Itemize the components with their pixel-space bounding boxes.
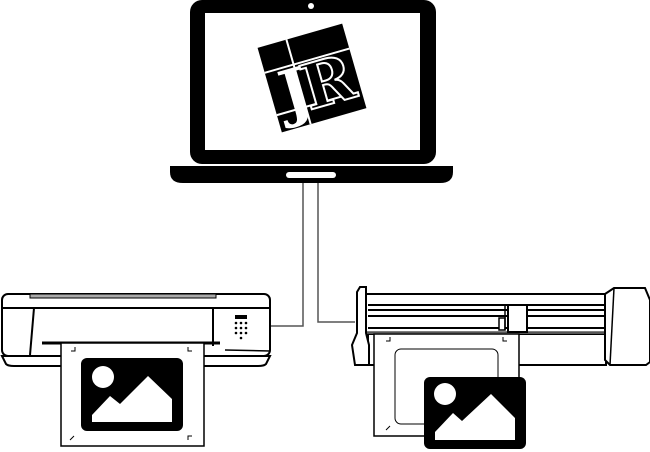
webcam-icon: [308, 3, 314, 9]
printer-icon: [0, 293, 272, 447]
cable-laptop-cutter: [317, 183, 355, 323]
cutter-carriage: [498, 304, 528, 333]
image-icon: [424, 377, 526, 449]
keypad-icon: [234, 315, 248, 340]
vinyl-cutter-icon: [350, 286, 650, 449]
image-icon: [81, 358, 183, 431]
laptop-icon: J R: [170, 0, 453, 183]
cable-laptop-printer: [271, 183, 304, 327]
trackpad-notch: [286, 172, 336, 178]
